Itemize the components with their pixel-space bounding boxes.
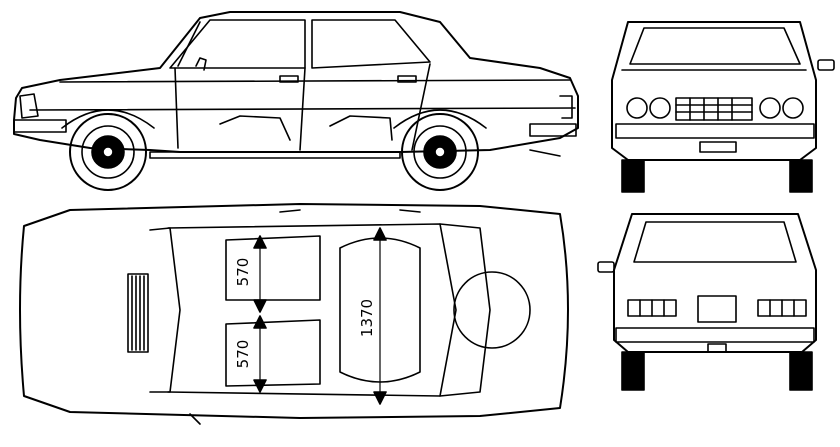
front-seat-width-label: 570 [234,258,252,287]
top-view [19,203,569,425]
rear-seat-width-label: 570 [234,340,252,369]
interior-length-label: 1370 [358,299,376,337]
rear-view [597,213,817,391]
side-view [13,11,579,191]
front-view [611,21,835,193]
